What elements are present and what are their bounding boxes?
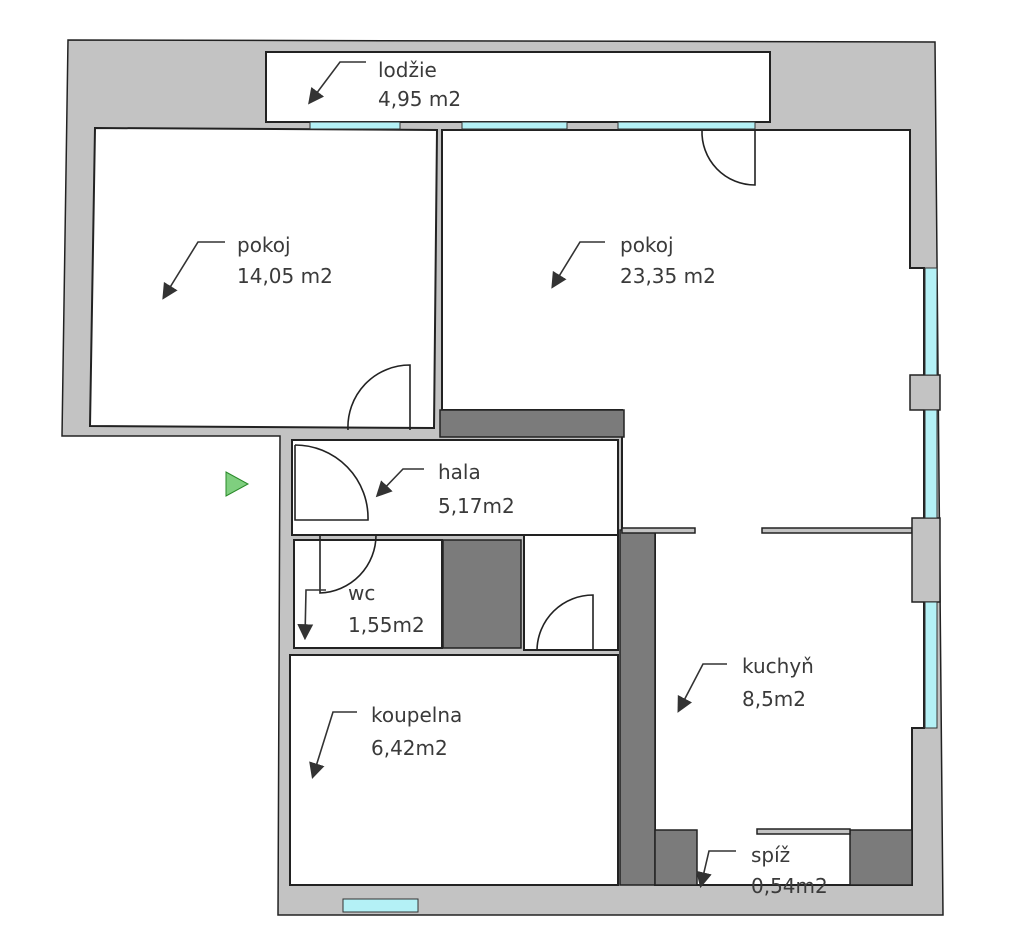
room-area-pokoj-right: 23,35 m2 xyxy=(620,264,716,288)
partition-kitchen-right xyxy=(761,527,913,534)
arrow xyxy=(677,663,727,713)
window xyxy=(924,601,938,729)
room-hala xyxy=(291,439,619,536)
room-area-lodzie: 4,95 m2 xyxy=(378,87,461,111)
room-name-koupelna: koupelna xyxy=(371,703,462,727)
room-name-pokoj-left: pokoj xyxy=(237,233,291,257)
room-name-spiz: spíž xyxy=(751,843,790,867)
arrow xyxy=(297,589,326,641)
room-name-hala: hala xyxy=(438,460,481,484)
door-koupelna[interactable] xyxy=(536,594,594,651)
door-pokoj-right[interactable] xyxy=(701,129,756,186)
arrow xyxy=(309,711,357,780)
window xyxy=(342,898,419,913)
spiz-box-left xyxy=(654,829,698,886)
room-koupelna xyxy=(289,654,619,886)
room-name-lodzie: lodžie xyxy=(378,58,437,82)
room-name-pokoj-right: pokoj xyxy=(620,233,674,257)
arrow xyxy=(162,241,225,300)
shaft xyxy=(442,539,522,649)
door-pokoj-left[interactable] xyxy=(347,364,411,431)
entrance-marker-icon xyxy=(225,471,250,497)
window xyxy=(924,409,938,519)
kitchen-wall xyxy=(619,529,656,886)
room-area-wc: 1,55m2 xyxy=(348,613,425,637)
window xyxy=(924,267,938,376)
room-lodzie xyxy=(265,51,771,123)
room-name-wc: wc xyxy=(348,581,375,605)
pillar-2 xyxy=(911,517,941,603)
room-name-kuchyn: kuchyň xyxy=(742,654,814,678)
wall-above-hall xyxy=(439,409,625,438)
room-area-hala: 5,17m2 xyxy=(438,494,515,518)
pillar-1 xyxy=(909,374,941,411)
door-entrance[interactable] xyxy=(294,444,369,521)
room-area-pokoj-left: 14,05 m2 xyxy=(237,264,333,288)
partition-spiz xyxy=(756,828,851,835)
arrow xyxy=(308,61,366,105)
room-area-spiz: 0,54m2 xyxy=(751,874,828,898)
spiz-box-right xyxy=(849,829,913,886)
window xyxy=(309,121,401,130)
room-area-koupelna: 6,42m2 xyxy=(371,736,448,760)
room-hala-lower xyxy=(523,534,619,651)
room-area-kuchyn: 8,5m2 xyxy=(742,687,806,711)
door-wc[interactable] xyxy=(319,534,377,594)
window xyxy=(617,121,756,130)
partition-kitchen-left xyxy=(621,527,696,534)
arrow xyxy=(696,850,736,889)
room-wc xyxy=(293,539,443,649)
arrow xyxy=(551,241,605,289)
window xyxy=(461,121,568,130)
arrow xyxy=(375,468,424,498)
